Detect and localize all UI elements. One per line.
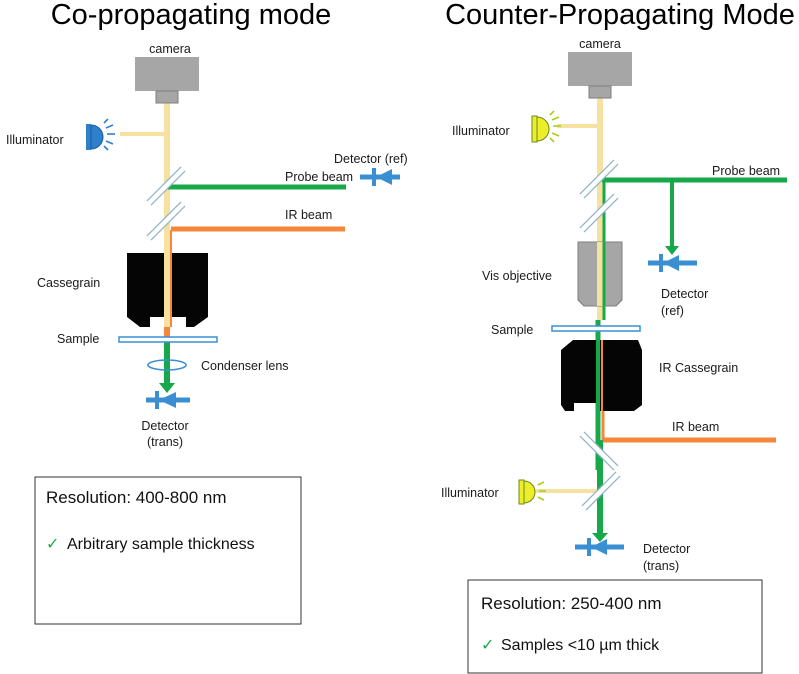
right-sample-slide — [551, 325, 641, 332]
right-detector-ref-icon — [648, 254, 697, 272]
right-beamsplitter-4 — [581, 471, 621, 511]
right-check-icon: ✓ — [481, 637, 494, 654]
left-condenser-label: Condenser lens — [201, 359, 289, 373]
left-condenser-lens — [147, 359, 187, 371]
right-sample-label: Sample — [491, 323, 533, 337]
left-info-box: Resolution: 400-800 nm ✓ Arbitrary sampl… — [34, 476, 302, 625]
left-detector-trans-label-1: Detector — [141, 419, 188, 433]
left-beam-arrowhead — [159, 383, 175, 393]
left-diagram: camera Illuminator — [6, 42, 408, 449]
right-illuminator-top-icon — [531, 110, 561, 143]
right-beam-arrowhead — [592, 533, 608, 542]
right-ir-beam-label: IR beam — [672, 420, 719, 434]
left-sample-label: Sample — [57, 332, 99, 346]
left-ir-beam-label: IR beam — [285, 208, 332, 222]
left-beamsplitter-top — [146, 166, 186, 206]
left-illuminator-label: Illuminator — [6, 133, 64, 147]
right-detector-ref-label-1: Detector — [661, 287, 708, 301]
right-feature-text: Samples <10 µm thick — [501, 637, 660, 654]
left-detector-ref-icon — [360, 168, 400, 186]
right-detector-ref-label-2: (ref) — [661, 304, 684, 318]
right-detector-trans-label-1: Detector — [643, 542, 690, 556]
right-probe-beam-label: Probe beam — [712, 164, 780, 178]
right-illuminator-top-label: Illuminator — [452, 124, 510, 138]
left-check-icon: ✓ — [46, 536, 59, 553]
left-resolution-text: Resolution: 400-800 nm — [46, 488, 227, 507]
right-detector-trans-icon — [575, 538, 624, 556]
right-illuminator-bottom-label: Illuminator — [441, 486, 499, 500]
right-info-box-frame — [467, 579, 763, 674]
right-title: Counter-Propagating Mode — [445, 0, 795, 31]
right-info-box: Resolution: 250-400 nm ✓ Samples <10 µm … — [467, 579, 763, 674]
left-camera-body — [135, 57, 199, 91]
right-vis-objective-label: Vis objective — [482, 269, 552, 283]
left-camera-label: camera — [149, 42, 191, 56]
left-title: Co-propagating mode — [51, 0, 332, 31]
right-beamsplitter-3 — [579, 431, 619, 471]
right-illuminator-bottom-icon — [518, 479, 546, 505]
left-probe-beam-label: Probe beam — [285, 170, 353, 184]
right-camera-body — [568, 52, 632, 86]
right-camera-lens — [588, 85, 612, 99]
left-cassegrain-label: Cassegrain — [37, 276, 100, 290]
left-sample-slide — [118, 336, 218, 343]
right-beamsplitter-1 — [579, 159, 619, 199]
right-resolution-text: Resolution: 250-400 nm — [481, 594, 662, 613]
right-camera-label: camera — [579, 37, 621, 51]
right-diagram: camera Illuminator — [441, 37, 787, 573]
left-detector-trans-icon — [146, 391, 190, 409]
right-ref-arrowhead — [665, 246, 679, 255]
left-feature-text: Arbitrary sample thickness — [67, 536, 255, 553]
left-detector-trans-label-2: (trans) — [147, 435, 183, 449]
left-detector-ref-label: Detector (ref) — [334, 152, 408, 166]
right-ir-cassegrain-label: IR Cassegrain — [659, 361, 738, 375]
right-beamsplitter-2 — [579, 193, 619, 233]
left-info-box-frame — [34, 476, 302, 625]
left-illuminator-icon — [86, 118, 115, 151]
left-beamsplitter-bottom — [146, 201, 186, 241]
left-camera-lens — [155, 90, 179, 104]
right-detector-trans-label-2: (trans) — [643, 559, 679, 573]
